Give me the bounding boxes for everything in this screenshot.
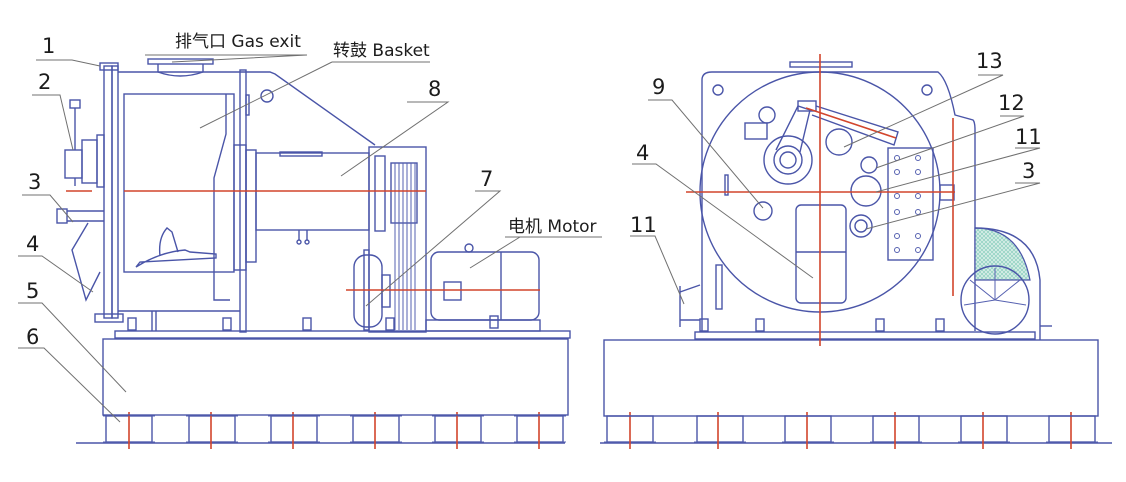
foot: [514, 415, 566, 443]
port-13: [825, 128, 853, 156]
gas-exit-nozzle: [157, 64, 204, 77]
rear-plate: [239, 69, 247, 333]
hinge-bottom: [94, 313, 124, 323]
base-plate: [694, 331, 1036, 340]
bolt-holes: [894, 155, 921, 253]
front-frame-left: [103, 65, 113, 319]
foundation-base: [603, 339, 1099, 417]
callout-9: 9: [652, 75, 665, 99]
sight-glass: [260, 89, 274, 103]
foot: [432, 415, 484, 443]
mechanism-block: [887, 147, 934, 261]
motor-base: [425, 319, 541, 332]
foot-centerlines: [629, 412, 1072, 449]
gas-exit-flange: [147, 58, 214, 65]
callout-1: 1: [42, 34, 55, 58]
scraper-arm: [744, 100, 899, 185]
leader-lines: [630, 74, 1041, 305]
port-11: [850, 175, 882, 207]
foot: [1046, 415, 1098, 443]
port-9: [753, 201, 773, 221]
belt-guard-hatched: [974, 227, 1031, 281]
port-12: [860, 156, 878, 174]
foot: [350, 415, 402, 443]
foot: [958, 415, 1010, 443]
callout-5: 5: [26, 279, 39, 303]
gas-exit-flange: [789, 61, 853, 68]
anchor-bolts: [699, 318, 945, 332]
feed-pipe: [67, 210, 104, 222]
scraper-blade: [135, 249, 217, 268]
callout-2: 2: [38, 70, 51, 94]
callout-11-left: 11: [630, 213, 657, 237]
discharge-chute: [71, 222, 101, 302]
front-frame-right: [111, 65, 119, 319]
foundation-feet: [103, 415, 566, 443]
label-motor: 电机 Motor: [508, 217, 597, 237]
belt-guard: [368, 146, 427, 333]
brake-disc-housing: [353, 254, 383, 328]
port-3: [849, 214, 873, 238]
base-plate: [114, 330, 571, 339]
motor-body: [430, 251, 540, 321]
callout-7: 7: [480, 167, 493, 191]
callout-3: 3: [1022, 159, 1035, 183]
feed-pipe-flange: [56, 208, 68, 224]
foot: [870, 415, 922, 443]
callout-8: 8: [428, 77, 441, 101]
drive-wheel: [960, 265, 1030, 335]
arm-centerline: [805, 107, 897, 139]
casing-outline: [701, 71, 976, 331]
foot: [782, 415, 834, 443]
discharge-chute: [679, 284, 701, 327]
callout-3: 3: [28, 170, 41, 194]
foot: [186, 415, 238, 443]
callout-12: 12: [998, 91, 1025, 115]
end-view: 9 4 11 13 12 11 3: [600, 49, 1112, 449]
hinge-top: [99, 62, 119, 71]
foot: [268, 415, 320, 443]
foot: [694, 415, 746, 443]
anchor-bolts: [127, 315, 499, 331]
actuator-2: [64, 149, 83, 179]
callout-13: 13: [976, 49, 1003, 73]
callout-11-right: 11: [1015, 125, 1042, 149]
foundation-feet: [604, 415, 1098, 443]
wheel-spokes: [963, 268, 1027, 306]
label-basket: 转鼓 Basket: [333, 41, 430, 61]
foundation-base: [102, 338, 569, 416]
callout-4: 4: [26, 232, 39, 256]
basket-housing: [123, 93, 235, 273]
foot-centerlines: [128, 412, 540, 449]
callout-4: 4: [636, 141, 649, 165]
leader-lines: [18, 54, 602, 423]
callout-6: 6: [26, 325, 39, 349]
discharge-opening: [795, 204, 847, 304]
side-view: 1 2 3 4 5 6 7 8 排气口 Gas exit 转鼓 Basket 电…: [18, 32, 602, 449]
label-gas-exit: 排气口 Gas exit: [175, 32, 301, 52]
drum-pulley: [390, 162, 418, 330]
